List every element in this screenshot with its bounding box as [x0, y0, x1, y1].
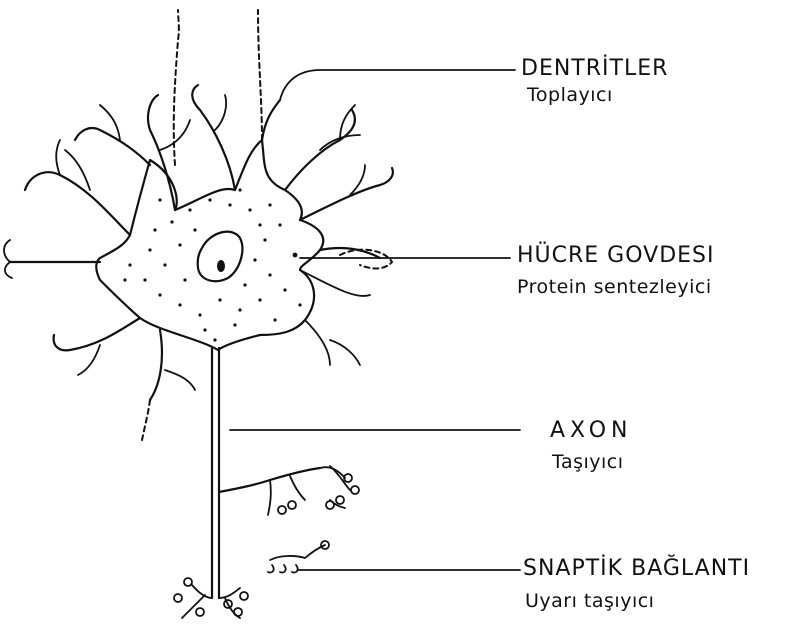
cell-body	[96, 140, 323, 350]
nucleus	[198, 232, 243, 282]
dendrites-leader-line	[280, 70, 515, 100]
cell-body-title: HÜCRE GOVDESI	[517, 243, 715, 268]
nucleolus	[217, 260, 225, 272]
cell-body-subtitle: Protein sentezleyici	[517, 276, 712, 298]
axon-title: AXON	[550, 418, 633, 443]
dendrites	[4, 10, 393, 440]
synapse-subtitle: Uyarı taşıyıcı	[525, 590, 654, 612]
dendrites-subtitle: Toplayıcı	[527, 84, 613, 106]
synapse-terminal	[268, 541, 329, 573]
dendrites-title: DENTRİTLER	[521, 56, 668, 81]
cytoplasm-dots	[123, 188, 301, 341]
axon-subtitle: Taşıyıcı	[552, 451, 624, 473]
axon	[212, 348, 219, 598]
synapse-title: SNAPTİK BAĞLANTI	[523, 556, 750, 581]
axon-collateral	[219, 466, 359, 515]
